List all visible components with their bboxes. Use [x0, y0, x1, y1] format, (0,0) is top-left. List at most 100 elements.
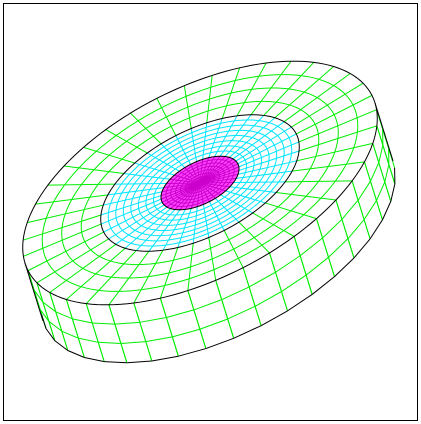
outer-annulus-spoke: [22, 214, 102, 241]
side-band-line: [39, 308, 50, 322]
side-band-line: [370, 162, 380, 182]
outer-annulus-spoke: [83, 146, 135, 164]
bottom-edge: [353, 238, 371, 259]
outer-annulus-spoke: [47, 183, 115, 186]
side-band-line: [328, 238, 349, 258]
bottom-edge: [40, 314, 47, 329]
side-band-line: [299, 237, 323, 257]
side-cell-fill: [294, 218, 335, 295]
outer-annulus-spoke: [298, 109, 377, 143]
middle-annulus-spoke: [202, 204, 210, 238]
side-cell-fill: [36, 282, 68, 351]
outer-annulus-spoke: [283, 73, 351, 123]
side-band-line: [378, 145, 384, 163]
inner-disk-spoke: [199, 182, 230, 188]
middle-annulus-spoke: [236, 170, 293, 179]
bottom-edge: [205, 337, 234, 350]
inner-disk-spoke: [174, 174, 201, 184]
side-band-line: [322, 218, 343, 239]
side-cell-fill: [49, 292, 85, 358]
inner-disk-spoke: [199, 158, 234, 184]
side-vertical-line: [269, 252, 288, 312]
outer-annulus-spoke: [274, 66, 334, 119]
middle-annulus-spoke: [209, 201, 225, 231]
outer-top-outline: [22, 60, 378, 306]
bottom-edge: [104, 361, 127, 364]
outer-annulus-spoke: [187, 243, 194, 291]
inner-disk-spoke: [185, 182, 201, 210]
inner-disk-spoke: [184, 167, 201, 184]
middle-annulus-spoke: [107, 187, 164, 196]
middle-annulus-spoke: [225, 190, 266, 204]
side-band-line: [98, 341, 121, 344]
middle-annulus-spoke: [124, 208, 171, 249]
middle-annulus-spoke: [224, 115, 265, 157]
side-vertical-line: [363, 161, 383, 221]
middle-annulus-spoke: [208, 118, 223, 158]
middle-annulus-spoke: [114, 182, 167, 185]
middle-annulus-spoke: [214, 115, 238, 157]
side-band-line: [92, 322, 115, 325]
middle-annulus-spoke: [229, 186, 277, 194]
side-cell-fill: [352, 161, 383, 239]
side-vertical-line: [159, 298, 179, 357]
inner-disk-spoke: [199, 166, 240, 184]
inner-disk-spoke: [199, 156, 230, 184]
middle-annulus-spoke: [147, 152, 180, 172]
side-vertical-line: [372, 143, 392, 202]
side-cell-fill: [215, 267, 262, 339]
side-band-line: [166, 309, 195, 319]
middle-annulus-spoke: [148, 209, 181, 252]
inner-disk-spoke: [199, 182, 204, 205]
middle-annulus-spoke: [177, 208, 192, 248]
side-vertical-line: [335, 199, 355, 259]
bottom-edge: [382, 201, 392, 221]
middle-annulus-spoke: [214, 198, 240, 223]
middle-annulus-spoke: [237, 160, 297, 175]
inner-disk-spoke: [199, 160, 237, 184]
outer-annulus-spoke: [250, 60, 292, 116]
middle-annulus-spoke: [229, 117, 276, 158]
bottom-edge: [233, 325, 262, 339]
inner-disk-spoke: [199, 157, 210, 184]
outer-annulus-spoke: [27, 231, 104, 272]
middle-annulus-spoke: [175, 135, 191, 165]
side-cell-fill: [376, 109, 395, 184]
side-band-line: [33, 289, 44, 303]
silhouette-edge: [24, 262, 44, 322]
side-vertical-line: [108, 304, 128, 363]
side-band-line: [341, 199, 359, 220]
middle-annulus-spoke: [190, 128, 198, 162]
side-cell-fill: [160, 290, 206, 357]
middle-annulus-spoke: [162, 209, 186, 251]
inner-disk-spoke: [199, 159, 204, 184]
side-wall-mesh: [22, 109, 396, 364]
side-vertical-line: [215, 280, 235, 339]
outer-annulus-spoke: [292, 161, 365, 172]
inner-disk-spoke: [190, 164, 201, 184]
middle-annulus-spoke: [219, 114, 252, 157]
outer-annulus-spoke: [23, 223, 102, 257]
side-vertical-line: [85, 303, 105, 362]
middle-annulus-spoke: [192, 206, 198, 244]
side-cell-fill: [269, 236, 313, 311]
side-band-line: [193, 299, 222, 311]
inner-disk-spoke: [199, 163, 239, 184]
side-band-line: [48, 321, 63, 332]
side-vertical-line: [36, 282, 56, 341]
side-band-line: [114, 321, 140, 325]
outer-annulus-spoke: [66, 247, 126, 300]
outer-annulus-spoke: [236, 62, 267, 117]
bottom-edge: [287, 294, 313, 312]
side-band-line: [384, 164, 390, 183]
inner-disk-spoke: [199, 169, 240, 184]
outer-annulus-spoke: [156, 98, 177, 136]
outer-annulus-spoke: [265, 202, 317, 220]
side-band-line: [199, 318, 228, 330]
inner-disk-spoke: [163, 182, 201, 206]
inner-disk-spoke: [199, 182, 221, 196]
side-vertical-line: [376, 125, 396, 184]
side-band-line: [172, 328, 201, 338]
outer-annulus-spoke: [296, 142, 373, 162]
